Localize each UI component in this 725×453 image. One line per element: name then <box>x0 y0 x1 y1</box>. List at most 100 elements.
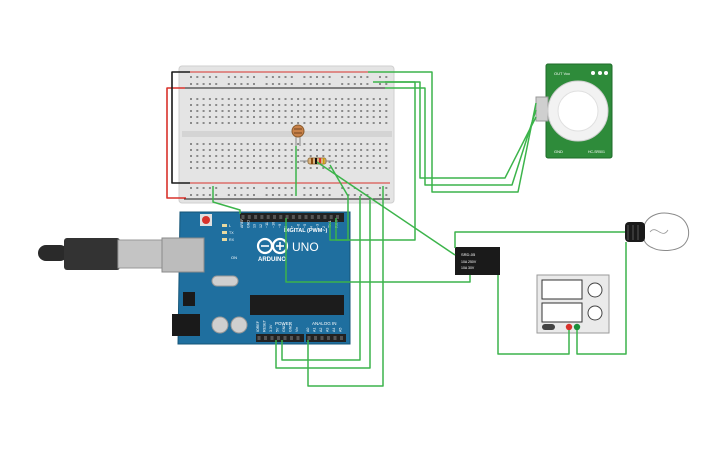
on-label: ON <box>231 255 237 260</box>
relay-line3: 10A 30V <box>461 266 475 270</box>
digital-pin-label: ~6 <box>297 224 301 228</box>
power-pin-label: GND <box>282 324 286 332</box>
digital-pin-label: 4 <box>309 226 313 228</box>
header-pin <box>336 215 339 219</box>
wire-gnd-rail <box>212 186 241 214</box>
power-pin-label: GND <box>289 324 293 332</box>
resistor <box>300 157 334 165</box>
analog-pin-label: A1 <box>313 328 317 332</box>
relay-module: SRD-05 10A 250V 10A 30V <box>455 247 500 275</box>
photoresistor <box>291 124 305 146</box>
header-pin <box>277 336 280 340</box>
digital-pin-label: AREF <box>240 218 244 228</box>
pir-bottom-label: GND <box>554 149 563 154</box>
arduino-uno: ARDUINO UNO DIGITAL (PWM~) POWER ANALOG … <box>38 211 351 345</box>
header-pin <box>317 215 321 219</box>
wires <box>166 71 627 387</box>
breadboard <box>178 65 395 204</box>
digital-pin-label: GND <box>246 220 250 228</box>
current-knob <box>587 305 603 321</box>
status-led-label: TX <box>229 231 234 235</box>
status-led-label: L <box>229 224 231 228</box>
crystal <box>211 275 239 287</box>
header-pin <box>307 336 311 340</box>
usb-port <box>161 237 205 273</box>
header-pin <box>290 336 293 340</box>
analog-pin-label: A5 <box>339 328 343 332</box>
current-display <box>541 302 583 323</box>
wire-psu-negative <box>576 242 627 355</box>
analog-label: ANALOG IN <box>312 321 337 326</box>
power-supply <box>536 274 610 334</box>
reset-button <box>202 216 210 224</box>
power-label: POWER <box>275 321 293 326</box>
power-pin-label: IOREF <box>256 320 260 332</box>
wire-pir-out <box>385 87 537 186</box>
arduino-brand: ARDUINO <box>258 257 286 263</box>
arduino-model: UNO <box>292 240 319 254</box>
digital-pin-label: 13 <box>253 224 257 228</box>
wire-pir-gnd <box>373 81 537 179</box>
header-pin <box>329 215 333 219</box>
atmega-chip <box>250 295 344 315</box>
relay-line2: 10A 250V <box>461 260 477 264</box>
digital-pin-label: ~10 <box>272 222 276 228</box>
pir-side-label: HC-SR501 <box>588 150 605 154</box>
status-led <box>222 238 227 241</box>
positive-terminal <box>565 323 573 331</box>
header-pin <box>270 336 274 340</box>
wire-relay-bulb <box>454 231 625 248</box>
power-pin-label: 3.3V <box>269 324 273 332</box>
digital-pin-label: 2 <box>322 226 326 228</box>
wire-ground-jumper <box>171 71 190 184</box>
header-pin <box>285 215 289 219</box>
header-pin <box>260 215 264 219</box>
header-pin <box>279 215 283 219</box>
power-pin-label: RESET <box>263 319 267 332</box>
digital-pin-label: ~9 <box>278 224 282 228</box>
pir-sensor: OUT Vcc GND HC-SR501 <box>535 63 613 159</box>
bulb-glass <box>642 212 690 251</box>
digital-pin-label: ~11 <box>265 222 269 228</box>
header-pin <box>296 336 300 340</box>
usb-plug-body <box>64 238 120 270</box>
digital-label: DIGITAL (PWM~) <box>284 228 328 234</box>
header-pin <box>304 215 308 219</box>
header-pin <box>320 336 324 340</box>
digital-pin-label: 12 <box>259 224 263 228</box>
negative-terminal <box>573 323 581 331</box>
header-pin <box>327 336 330 340</box>
analog-pin-label: A0 <box>306 328 310 332</box>
header-pin <box>323 215 327 219</box>
voltage-knob <box>587 282 603 298</box>
power-jack <box>172 314 200 336</box>
header-pin <box>283 336 287 340</box>
voltage-display <box>541 279 583 300</box>
header-pin <box>247 215 251 219</box>
arduino-logo <box>256 237 289 255</box>
relay-body <box>455 247 500 275</box>
relay-line1: SRD-05 <box>461 252 476 257</box>
power-switch <box>542 324 555 330</box>
wire-a0 <box>307 186 384 387</box>
power-pin-label: Vin <box>295 327 299 332</box>
header-pin <box>273 215 276 219</box>
header-pin <box>298 215 302 219</box>
usb-plug-tip <box>38 245 68 261</box>
header-pin <box>314 336 317 340</box>
power-pin-label: 5V <box>276 327 280 332</box>
wire-pir-vcc <box>368 71 537 193</box>
header-pin <box>340 336 343 340</box>
header-pin <box>333 336 337 340</box>
header-pin <box>241 215 245 219</box>
wire-gnd2-rail <box>281 196 361 361</box>
analog-pin-label: A3 <box>326 328 330 332</box>
breadboard-holes <box>190 76 388 196</box>
pir-connector <box>535 96 549 122</box>
pir-top-label: OUT Vcc <box>554 71 570 76</box>
status-led <box>222 231 227 234</box>
wire-psu-positive <box>497 275 570 355</box>
